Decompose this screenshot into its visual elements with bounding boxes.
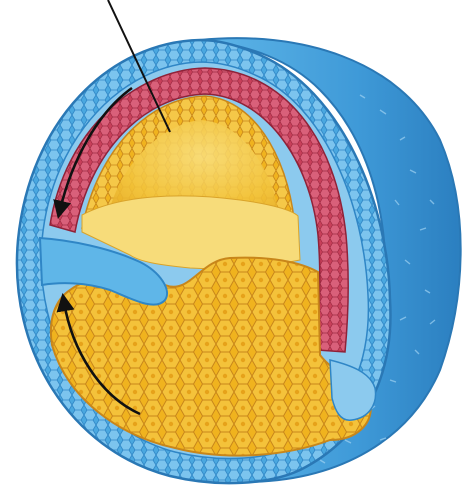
- embryo-cross-section-figure: [0, 0, 465, 497]
- embryo-diagram: [0, 0, 465, 497]
